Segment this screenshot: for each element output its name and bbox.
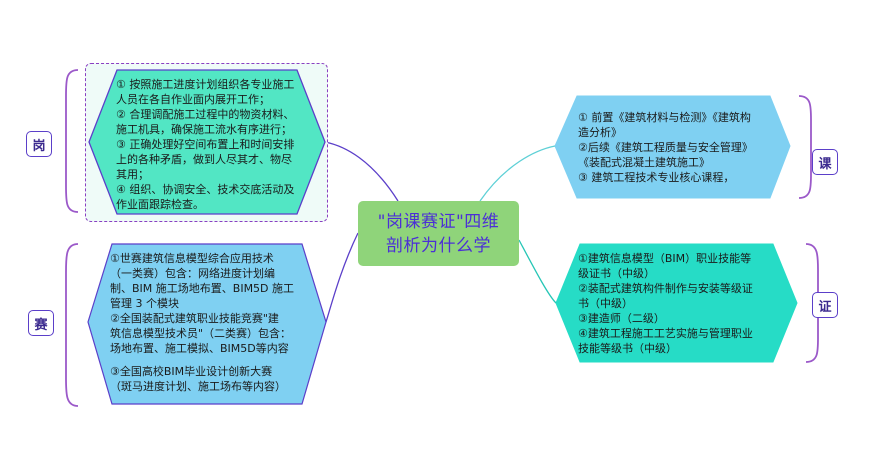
gang-line: 施工机具，确保施工流水有序进行； bbox=[116, 123, 292, 136]
zheng-line: ④建筑工程施工工艺实施与管理职业 bbox=[578, 327, 753, 340]
zheng-line: ①建筑信息模型（BIM）职业技能等 bbox=[578, 252, 752, 265]
sai-line: 制、BIM 施工场地布置、BIM5D 施工 bbox=[110, 282, 295, 295]
tag-sai[interactable]: 赛 bbox=[28, 310, 54, 336]
gang-bracket bbox=[65, 69, 79, 213]
gang-line: ③ 正确处理好空间布置上和时间安排 bbox=[116, 138, 295, 151]
center-topic-line1: "岗课赛证"四维 bbox=[377, 211, 500, 232]
ke-line: ③ 建筑工程技术专业核心课程， bbox=[578, 171, 735, 184]
sai-line bbox=[110, 356, 315, 364]
ke-line: 造分析》 bbox=[578, 126, 622, 139]
gang-line: ① 按照施工进度计划组织各专业施工 bbox=[116, 78, 295, 91]
gang-line: ④ 组织、协调安全、技术交底活动及 bbox=[116, 183, 295, 196]
connector-gang bbox=[324, 141, 399, 202]
ke-bracket bbox=[798, 95, 812, 199]
gang-line: 其用； bbox=[116, 168, 149, 181]
ke-line: ②后续《建筑工程质量与安全管理》 bbox=[578, 141, 753, 154]
gang-line: 上的各种矛盾，做到人尽其才、物尽 bbox=[116, 153, 292, 166]
sai-line: 管理 3 个模块 bbox=[110, 297, 179, 310]
gang-line: 人员在各自作业面内展开工作； bbox=[116, 93, 270, 106]
sai-line: （一类赛）包含：网络进度计划编 bbox=[110, 267, 275, 280]
ke-line: 《装配式混凝土建筑施工》 bbox=[578, 156, 710, 169]
zheng-line: ③建造师（二级） bbox=[578, 312, 665, 325]
gang-node-text[interactable]: ① 按照施工进度计划组织各专业施工 人员在各自作业面内展开工作； ② 合理调配施… bbox=[116, 77, 316, 212]
sai-bracket bbox=[65, 243, 79, 407]
gang-line: ② 合理调配施工过程中的物资材料、 bbox=[116, 108, 295, 121]
sai-line: ②全国装配式建筑职业技能竞赛"建 bbox=[110, 312, 279, 325]
tag-zheng[interactable]: 证 bbox=[812, 292, 838, 318]
connector-sai bbox=[325, 232, 359, 323]
sai-node-text[interactable]: ①世赛建筑信息模型综合应用技术 （一类赛）包含：网络进度计划编 制、BIM 施工… bbox=[110, 251, 315, 394]
zheng-line: 技能等级书（中级） bbox=[578, 342, 677, 355]
zheng-line: 级证书（中级） bbox=[578, 267, 655, 280]
ke-line: ① 前置《建筑材料与检测》《建筑构 bbox=[578, 111, 751, 124]
tag-gang[interactable]: 岗 bbox=[26, 131, 52, 157]
sai-line: ①世赛建筑信息模型综合应用技术 bbox=[110, 252, 274, 265]
gang-line: 作业面跟踪检查。 bbox=[116, 198, 204, 211]
connector-ke bbox=[479, 145, 556, 202]
sai-line: （斑马进度计划、施工场布等内容） bbox=[110, 380, 286, 393]
sai-line: ③全国高校BIM毕业设计创新大赛 bbox=[110, 365, 273, 378]
center-topic[interactable]: "岗课赛证"四维 剖析为什么学 bbox=[358, 201, 519, 266]
zheng-node-text[interactable]: ①建筑信息模型（BIM）职业技能等 级证书（中级） ②装配式建筑构件制作与安装等… bbox=[578, 251, 783, 356]
gang-hexagon-fill bbox=[88, 69, 326, 215]
zheng-line: 书（中级） bbox=[578, 297, 633, 310]
sai-line: 场地布置、施工模拟、BIM5D等内容 bbox=[110, 342, 289, 355]
sai-line: 筑信息模型技术员"（二类赛）包含： bbox=[110, 327, 292, 340]
zheng-line: ②装配式建筑构件制作与安装等级证 bbox=[578, 282, 753, 295]
sai-hexagon bbox=[87, 243, 327, 405]
ke-node-text[interactable]: ① 前置《建筑材料与检测》《建筑构 造分析》 ②后续《建筑工程质量与安全管理》 … bbox=[578, 110, 778, 185]
connector-zheng bbox=[518, 239, 557, 304]
tag-ke[interactable]: 课 bbox=[812, 149, 838, 175]
center-topic-line2: 剖析为什么学 bbox=[386, 235, 491, 256]
